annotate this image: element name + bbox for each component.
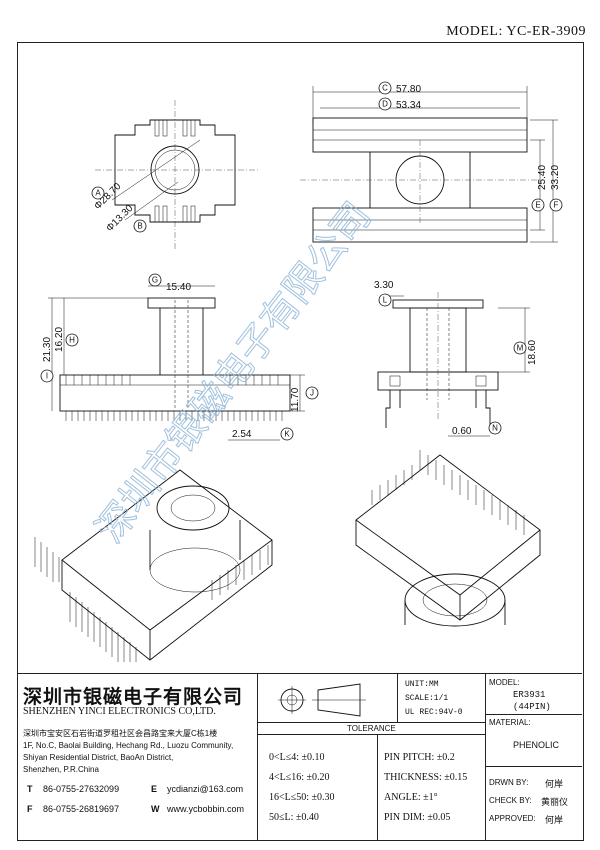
bubble-m: M bbox=[517, 344, 524, 353]
address-en-3: Shenzhen, P.R.China bbox=[23, 765, 99, 774]
projection-symbol bbox=[278, 683, 366, 717]
drawn-value: 何岸 bbox=[545, 779, 564, 789]
web-label: W bbox=[151, 804, 160, 814]
title-block: 深圳市银磁电子有限公司 SHENZHEN YINCI ELECTRONICS C… bbox=[17, 673, 582, 840]
scale-label: SCALE:1/1 bbox=[405, 694, 449, 703]
bubble-a: A bbox=[95, 189, 101, 198]
model-part: ER3931 bbox=[513, 690, 546, 700]
tolerance-right-1: THICKNESS: ±0.15 bbox=[384, 772, 468, 783]
tolerance-left-list: 0<L≤4: ±0.10 4<L≤16: ±0.20 16<L≤50: ±0.3… bbox=[269, 748, 335, 828]
web-value: www.ycbobbin.com bbox=[167, 804, 245, 814]
dim-d-text: 53.34 bbox=[396, 100, 421, 111]
dim-f-text: 33.20 bbox=[550, 165, 561, 190]
dim-i-text: 15.40 bbox=[166, 282, 191, 293]
tolerance-left-3: 50≤L: ±0.40 bbox=[269, 812, 319, 823]
isometric-view-left bbox=[34, 469, 273, 662]
check-label: CHECK BY: bbox=[489, 796, 532, 805]
approved-label: APPROVED: bbox=[489, 814, 536, 823]
bubble-l: L bbox=[383, 296, 388, 305]
model-pins: (44PIN) bbox=[513, 702, 551, 712]
email-value: ycdianzi@163.com bbox=[167, 784, 244, 794]
unit-label: UNIT:MM bbox=[405, 680, 439, 689]
dim-j-text: 11.70 bbox=[290, 387, 301, 412]
bubble-i: G bbox=[152, 276, 158, 285]
side-view: 3.30 L 18.60 M 0.60 N bbox=[374, 280, 538, 437]
bubble-n: N bbox=[492, 424, 498, 433]
iso-pins-left bbox=[34, 537, 269, 662]
dim-k-text: 2.54 bbox=[232, 429, 252, 440]
bubble-j: J bbox=[310, 389, 314, 398]
dim-c-text: 57.80 bbox=[396, 84, 421, 95]
address-cn: 深圳市宝安区石岩街道罗租社区会昌路宝来大厦C栋1楼 bbox=[23, 729, 218, 738]
bubble-g: I bbox=[46, 372, 48, 381]
bubble-h: H bbox=[69, 336, 75, 345]
tolerance-right-list: PIN PITCH: ±0.2 THICKNESS: ±0.15 ANGLE: … bbox=[384, 748, 467, 828]
bubble-d: D bbox=[382, 100, 388, 109]
isometric-view-right bbox=[355, 450, 541, 627]
material-label: MATERIAL: bbox=[489, 718, 531, 727]
dim-m-text: 18.60 bbox=[527, 340, 538, 365]
material-value: PHENOLIC bbox=[513, 740, 560, 750]
watermark: 深圳市银磁电子有限公司 bbox=[87, 194, 379, 550]
model-label: MODEL: bbox=[489, 678, 520, 687]
tolerance-left-2: 16<L≤50: ±0.30 bbox=[269, 792, 335, 803]
dim-b-text: Φ13.30 bbox=[104, 203, 135, 234]
ul-label: UL REC:94V-0 bbox=[405, 708, 463, 717]
bubble-k: K bbox=[284, 430, 290, 439]
top-view: C 57.80 D 53.34 25.40 33.20 E F bbox=[300, 81, 563, 243]
address-en-1: 1F, No.C, Baolai Building, Hechang Rd., … bbox=[23, 741, 234, 750]
tolerance-right-2: ANGLE: ±1° bbox=[384, 792, 438, 803]
dim-e-text: 25.40 bbox=[537, 165, 548, 190]
check-value: 黄丽仪 bbox=[541, 797, 569, 807]
email-label: E bbox=[151, 784, 158, 794]
dim-n-text: 0.60 bbox=[452, 426, 472, 437]
bubble-b: B bbox=[137, 222, 142, 231]
dim-h-text: 16.20 bbox=[54, 327, 65, 352]
address-en-2: Shiyan Residential District, BaoAn Distr… bbox=[23, 753, 174, 762]
tolerance-right-3: PIN DIM: ±0.05 bbox=[384, 812, 451, 823]
end-view: Φ28.70 Φ13.30 A B bbox=[91, 100, 260, 250]
tel-label: T bbox=[27, 784, 33, 794]
tolerance-right-0: PIN PITCH: ±0.2 bbox=[384, 752, 455, 763]
tolerance-left-0: 0<L≤4: ±0.10 bbox=[269, 752, 325, 763]
front-view: G 15.40 16.20 21.30 H I 11.70 J 2.54 K bbox=[40, 273, 319, 441]
fax-value: 86-0755-26819697 bbox=[43, 804, 120, 814]
model-title: MODEL: YC-ER-3909 bbox=[446, 24, 586, 39]
fax-label: F bbox=[27, 804, 33, 814]
bubble-c: C bbox=[382, 84, 388, 93]
tolerance-left-1: 4<L≤16: ±0.20 bbox=[269, 772, 330, 783]
approved-value: 何岸 bbox=[545, 815, 564, 825]
tel-value: 86-0755-27632099 bbox=[43, 784, 120, 794]
company-name-en: SHENZHEN YINCI ELECTRONICS CO,LTD. bbox=[23, 706, 216, 717]
dim-l-text: 3.30 bbox=[374, 280, 394, 291]
bubble-e: E bbox=[535, 201, 540, 210]
dim-g-text: 21.30 bbox=[42, 337, 53, 362]
bubble-f: F bbox=[554, 201, 559, 210]
company-name-cn: 深圳市银磁电子有限公司 bbox=[23, 686, 244, 708]
front-pins bbox=[65, 375, 283, 421]
tolerance-title: TOLERANCE bbox=[347, 724, 396, 733]
drawing-frame bbox=[17, 42, 584, 841]
iso-pins-right bbox=[371, 450, 525, 535]
drawn-label: DRWN BY: bbox=[489, 778, 529, 787]
